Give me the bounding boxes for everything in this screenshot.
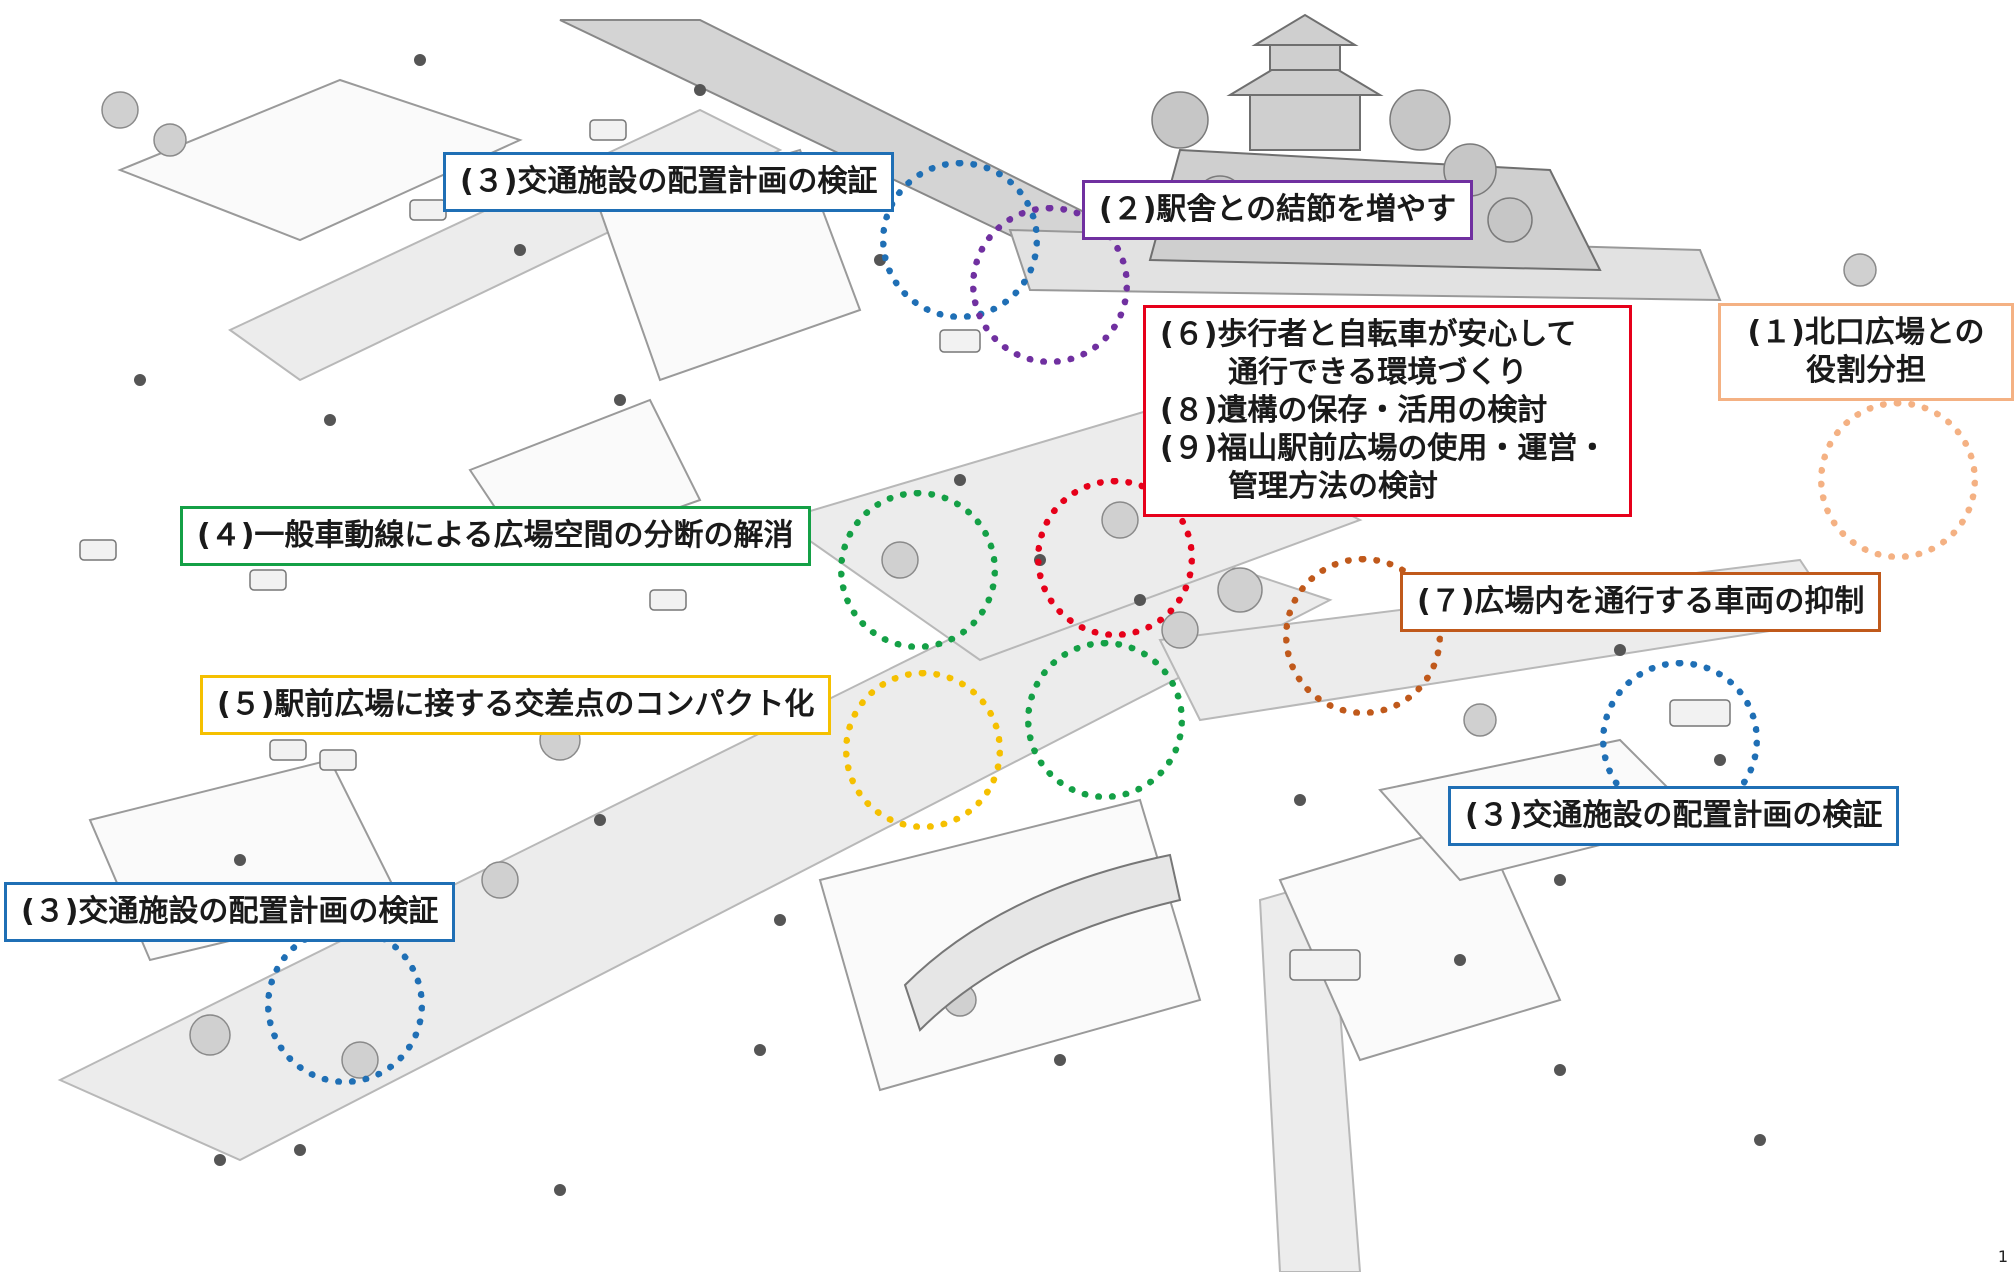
ring-2-purple <box>970 205 1130 365</box>
label-item-4-text: (４)一般車動線による広場空間の分断の解消 <box>197 518 794 553</box>
label-item-5-text: (５)駅前広場に接する交差点のコンパクト化 <box>217 687 815 722</box>
label-item-3-right: (３)交通施設の配置計画の検証 <box>1448 786 1900 846</box>
label-item-1: (１)北口広場との 役割分担 <box>1718 303 2014 401</box>
label-item-7: (７)広場内を通行する車両の抑制 <box>1400 572 1882 632</box>
label-item-1-line-1: (１)北口広場との <box>1747 315 1985 350</box>
page-number: 1 <box>1997 1247 2008 1266</box>
label-item-6-line-1: (６)歩行者と自転車が安心して <box>1160 317 1577 352</box>
ring-5-yellow <box>843 670 1003 830</box>
label-item-3-top-text: (３)交通施設の配置計画の検証 <box>460 164 878 199</box>
ring-4-green-upper <box>838 490 998 650</box>
label-item-9-line-2: 管理方法の検討 <box>1228 469 1438 504</box>
label-item-6-8-9: (６)歩行者と自転車が安心して 通行できる環境づくり (８)遺構の保存・活用の検… <box>1143 305 1633 517</box>
label-item-3-top: (３)交通施設の配置計画の検証 <box>443 152 895 212</box>
label-item-2: (２)駅舎との結節を増やす <box>1082 180 1474 240</box>
label-item-2-text: (２)駅舎との結節を増やす <box>1099 192 1457 227</box>
label-item-3-left-text: (３)交通施設の配置計画の検証 <box>21 894 439 929</box>
label-item-3-left: (３)交通施設の配置計画の検証 <box>4 882 456 942</box>
label-item-5: (５)駅前広場に接する交差点のコンパクト化 <box>200 675 832 735</box>
label-item-6-line-2: 通行できる環境づくり <box>1228 355 1528 390</box>
label-item-8-line: (８)遺構の保存・活用の検討 <box>1160 393 1548 428</box>
label-item-7-text: (７)広場内を通行する車両の抑制 <box>1417 584 1865 619</box>
label-item-3-right-text: (３)交通施設の配置計画の検証 <box>1465 798 1883 833</box>
ring-7-brown <box>1283 556 1443 716</box>
ring-4-green-lower <box>1025 640 1185 800</box>
ring-6-8-9-red <box>1035 478 1195 638</box>
label-item-1-line-2: 役割分担 <box>1806 353 1926 388</box>
label-item-9-line-1: (９)福山駅前広場の使用・運営・ <box>1160 431 1608 466</box>
ring-1-light-orange <box>1818 400 1978 560</box>
label-item-4: (４)一般車動線による広場空間の分断の解消 <box>180 506 811 566</box>
ring-3-left-blue <box>265 925 425 1085</box>
